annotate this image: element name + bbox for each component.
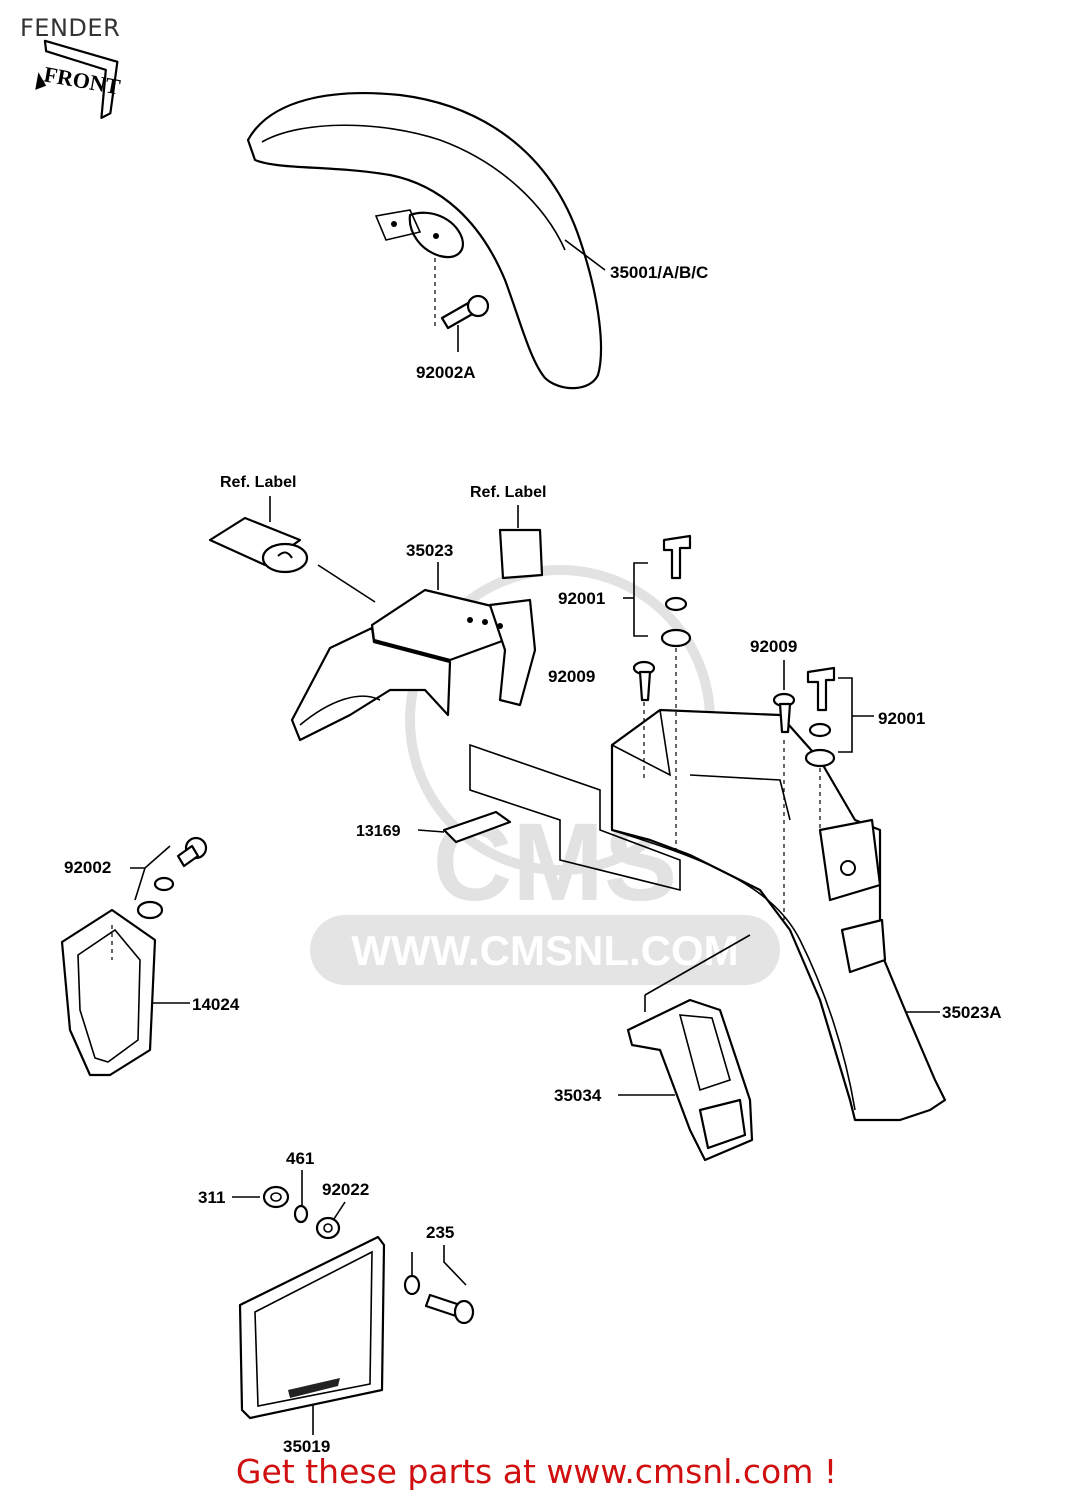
bolt-92002-icon (136, 836, 208, 920)
front-arrow-icon (35, 72, 47, 90)
watermark-url-banner (310, 915, 780, 985)
front-fender-body (246, 92, 603, 390)
leader-line (317, 564, 376, 603)
leader-bracket (633, 562, 648, 637)
label-311: 311 (198, 1188, 225, 1207)
front-marker: FRONT (35, 39, 123, 119)
label-35023: 35023 (406, 541, 453, 560)
front-marker-frame (43, 39, 119, 119)
rear-fender-front-piece (290, 588, 537, 742)
leader-line (411, 1245, 467, 1286)
label-35019: 35019 (283, 1437, 330, 1456)
label-92009-left: 92009 (548, 667, 595, 686)
label-92002a: 92002A (416, 363, 476, 382)
label-13169: 13169 (356, 823, 401, 840)
bolt-92002a-icon (440, 294, 490, 330)
washer-461-icon (293, 1204, 309, 1224)
label-235: 235 (426, 1223, 454, 1242)
label-14024: 14024 (192, 995, 240, 1014)
bolt-92001-right-icon (804, 666, 836, 768)
label-ref-1: Ref. Label (220, 474, 296, 491)
label-92001-left: 92001 (558, 589, 605, 608)
bracket-13169-outline (469, 743, 681, 892)
screw-92009-left-icon (632, 660, 656, 702)
label-92009-right: 92009 (750, 637, 797, 656)
washer-92022-icon (315, 1216, 341, 1240)
leader-bracket (838, 677, 853, 753)
label-35001: 35001/A/B/C (610, 263, 708, 282)
label-ref-2: Ref. Label (470, 484, 546, 501)
bracket-35034 (626, 998, 754, 1162)
rear-fender-main (610, 708, 947, 1122)
front-fender-mount-plate (374, 209, 422, 241)
plate-35019 (238, 1235, 386, 1420)
label-461: 461 (286, 1149, 314, 1168)
bolt-92001-left-icon (660, 534, 692, 648)
label-35034: 35034 (554, 1086, 602, 1105)
nut-311-icon (262, 1185, 290, 1209)
screw-235-icon (424, 1293, 475, 1325)
bracket-13169 (442, 810, 512, 844)
page-title: FENDER (20, 14, 121, 42)
front-fender-ridge (261, 124, 566, 251)
cover-14024 (60, 908, 157, 1077)
leader-line (130, 845, 171, 901)
leader-line (644, 934, 751, 996)
label-92002: 92002 (64, 858, 111, 877)
label-92001-right: 92001 (878, 709, 925, 728)
ref-label-sticker-1 (208, 516, 309, 574)
watermark-url: WWW.CMSNL.COM (351, 927, 738, 974)
label-35023a: 35023A (942, 1003, 1002, 1022)
leader-line (417, 829, 445, 833)
plate-logo-emblem (288, 1378, 340, 1398)
label-92022: 92022 (322, 1180, 369, 1199)
fender-hole (391, 221, 397, 227)
footer-link[interactable]: Get these parts at www.cmsnl.com ! (235, 1452, 838, 1491)
screw-235-washer-icon (403, 1274, 421, 1296)
screw-92009-right-icon (772, 692, 796, 734)
ref-label-sticker-2 (498, 528, 544, 580)
leader-line (564, 239, 606, 271)
fender-hole (433, 233, 439, 239)
front-fender (246, 92, 603, 390)
